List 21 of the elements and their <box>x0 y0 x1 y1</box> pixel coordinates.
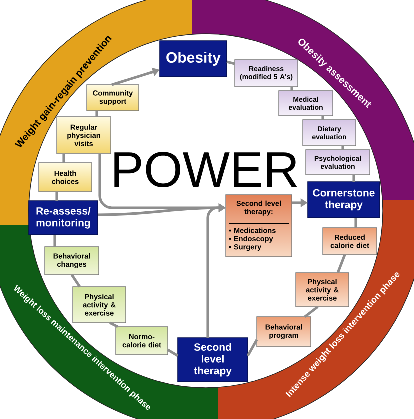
connector <box>70 274 82 288</box>
process-box: Re-assess/ monitoring <box>28 200 98 236</box>
connector <box>62 154 66 163</box>
process-box: Obesity <box>160 40 228 78</box>
process-box: Cornerstone therapy <box>308 182 380 218</box>
connector <box>290 87 294 91</box>
process-box: Second level therapy <box>178 338 248 382</box>
connector <box>304 306 319 318</box>
connector <box>342 146 344 150</box>
connector <box>56 192 58 201</box>
connector <box>226 60 236 66</box>
connector <box>246 339 258 357</box>
connector <box>336 254 346 274</box>
connector <box>322 116 324 120</box>
connector <box>109 322 119 328</box>
title: POWER <box>114 152 298 188</box>
connector <box>167 348 179 358</box>
connector <box>352 175 356 182</box>
connector <box>54 235 56 247</box>
connector <box>354 218 358 228</box>
connector <box>96 111 98 117</box>
